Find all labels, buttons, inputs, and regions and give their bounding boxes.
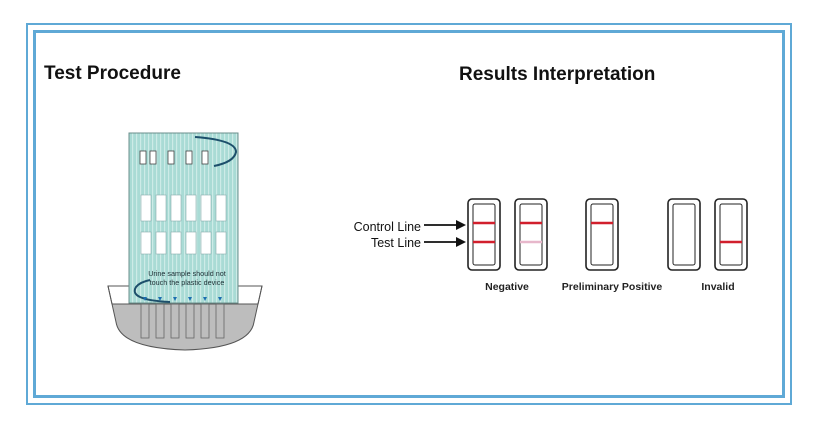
cassette-positive (585, 198, 619, 271)
test-line-arrow (424, 237, 466, 247)
control-line-label: Control Line (353, 220, 421, 234)
device-swoosh-top (194, 136, 238, 167)
results-interpretation-title: Results Interpretation (459, 64, 656, 85)
device-swoosh-bottom (133, 279, 171, 303)
caption-invalid: Invalid (701, 281, 735, 293)
cassette-negative-2 (514, 198, 548, 271)
result-windows-lower (140, 231, 227, 255)
drug-label-windows (139, 150, 209, 165)
sample-strips (140, 303, 225, 339)
cassette-invalid-1 (667, 198, 701, 271)
control-line-arrow (424, 220, 466, 230)
test-line-label: Test Line (370, 236, 421, 250)
inner-frame (33, 30, 785, 398)
device-instruction-text: Urine sample should not touch the plasti… (148, 269, 226, 287)
cassette-invalid-2 (714, 198, 748, 271)
caption-preliminary-positive: Preliminary Positive (561, 281, 663, 293)
caption-negative: Negative (485, 281, 529, 293)
dip-arrow-markers (143, 297, 222, 301)
test-procedure-title: Test Procedure (44, 63, 181, 84)
outer-frame (26, 23, 792, 405)
cassette-negative-1 (467, 198, 501, 271)
cup-front-edge (107, 285, 263, 305)
result-windows-upper (140, 194, 227, 222)
cup-liquid (111, 303, 259, 351)
